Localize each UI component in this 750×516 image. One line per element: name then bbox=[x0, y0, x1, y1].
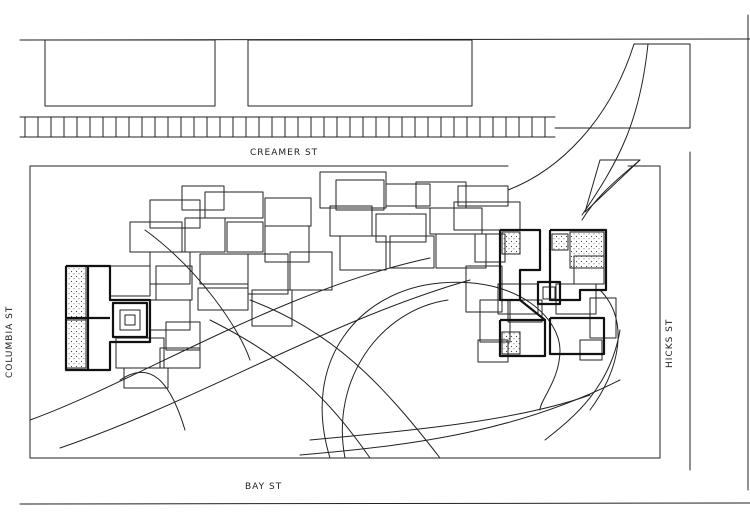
building-footprint bbox=[109, 265, 151, 297]
building-footprint bbox=[465, 265, 503, 313]
building-footprint bbox=[319, 171, 387, 209]
building-footprint bbox=[457, 185, 509, 207]
building-footprint bbox=[385, 183, 431, 207]
building-footprint bbox=[247, 253, 289, 295]
east-tower bbox=[498, 228, 608, 358]
building-footprint bbox=[129, 221, 183, 253]
building-footprint bbox=[289, 251, 333, 291]
building-footprint bbox=[181, 185, 225, 211]
building-footprint bbox=[159, 347, 201, 369]
building-footprint bbox=[149, 199, 201, 229]
building-footprint bbox=[389, 235, 435, 269]
street-label-columbia: COLUMBIA ST bbox=[5, 306, 15, 378]
sheet-frame bbox=[19, 14, 750, 505]
west-tower bbox=[64, 264, 152, 372]
building-footprint bbox=[375, 213, 427, 243]
building-footprint bbox=[199, 253, 249, 285]
building-footprint bbox=[155, 265, 193, 301]
street-label-creamer: CREAMER ST bbox=[250, 148, 318, 158]
building-footprint bbox=[251, 289, 293, 327]
building-footprint bbox=[453, 201, 521, 231]
building-footprint bbox=[184, 217, 226, 253]
east-block bbox=[554, 43, 691, 471]
street-label-hicks: HICKS ST bbox=[665, 319, 675, 368]
creamer-fence bbox=[19, 116, 556, 138]
building-footprint bbox=[507, 299, 543, 323]
building-footprint bbox=[264, 225, 310, 263]
street-label-bay: BAY ST bbox=[245, 482, 282, 492]
building-footprint bbox=[197, 287, 249, 311]
building-footprint bbox=[123, 367, 169, 389]
building-footprint bbox=[204, 191, 264, 219]
building-footprint bbox=[339, 235, 387, 271]
building-footprint bbox=[335, 179, 385, 211]
building-footprint bbox=[435, 233, 487, 269]
site-paths bbox=[29, 43, 649, 459]
building-footprint bbox=[226, 221, 264, 253]
building-footprint bbox=[264, 197, 312, 227]
building-footprint bbox=[579, 339, 603, 361]
building-footprint bbox=[149, 299, 191, 331]
building-footprint bbox=[165, 321, 201, 351]
north-lots bbox=[44, 39, 473, 107]
